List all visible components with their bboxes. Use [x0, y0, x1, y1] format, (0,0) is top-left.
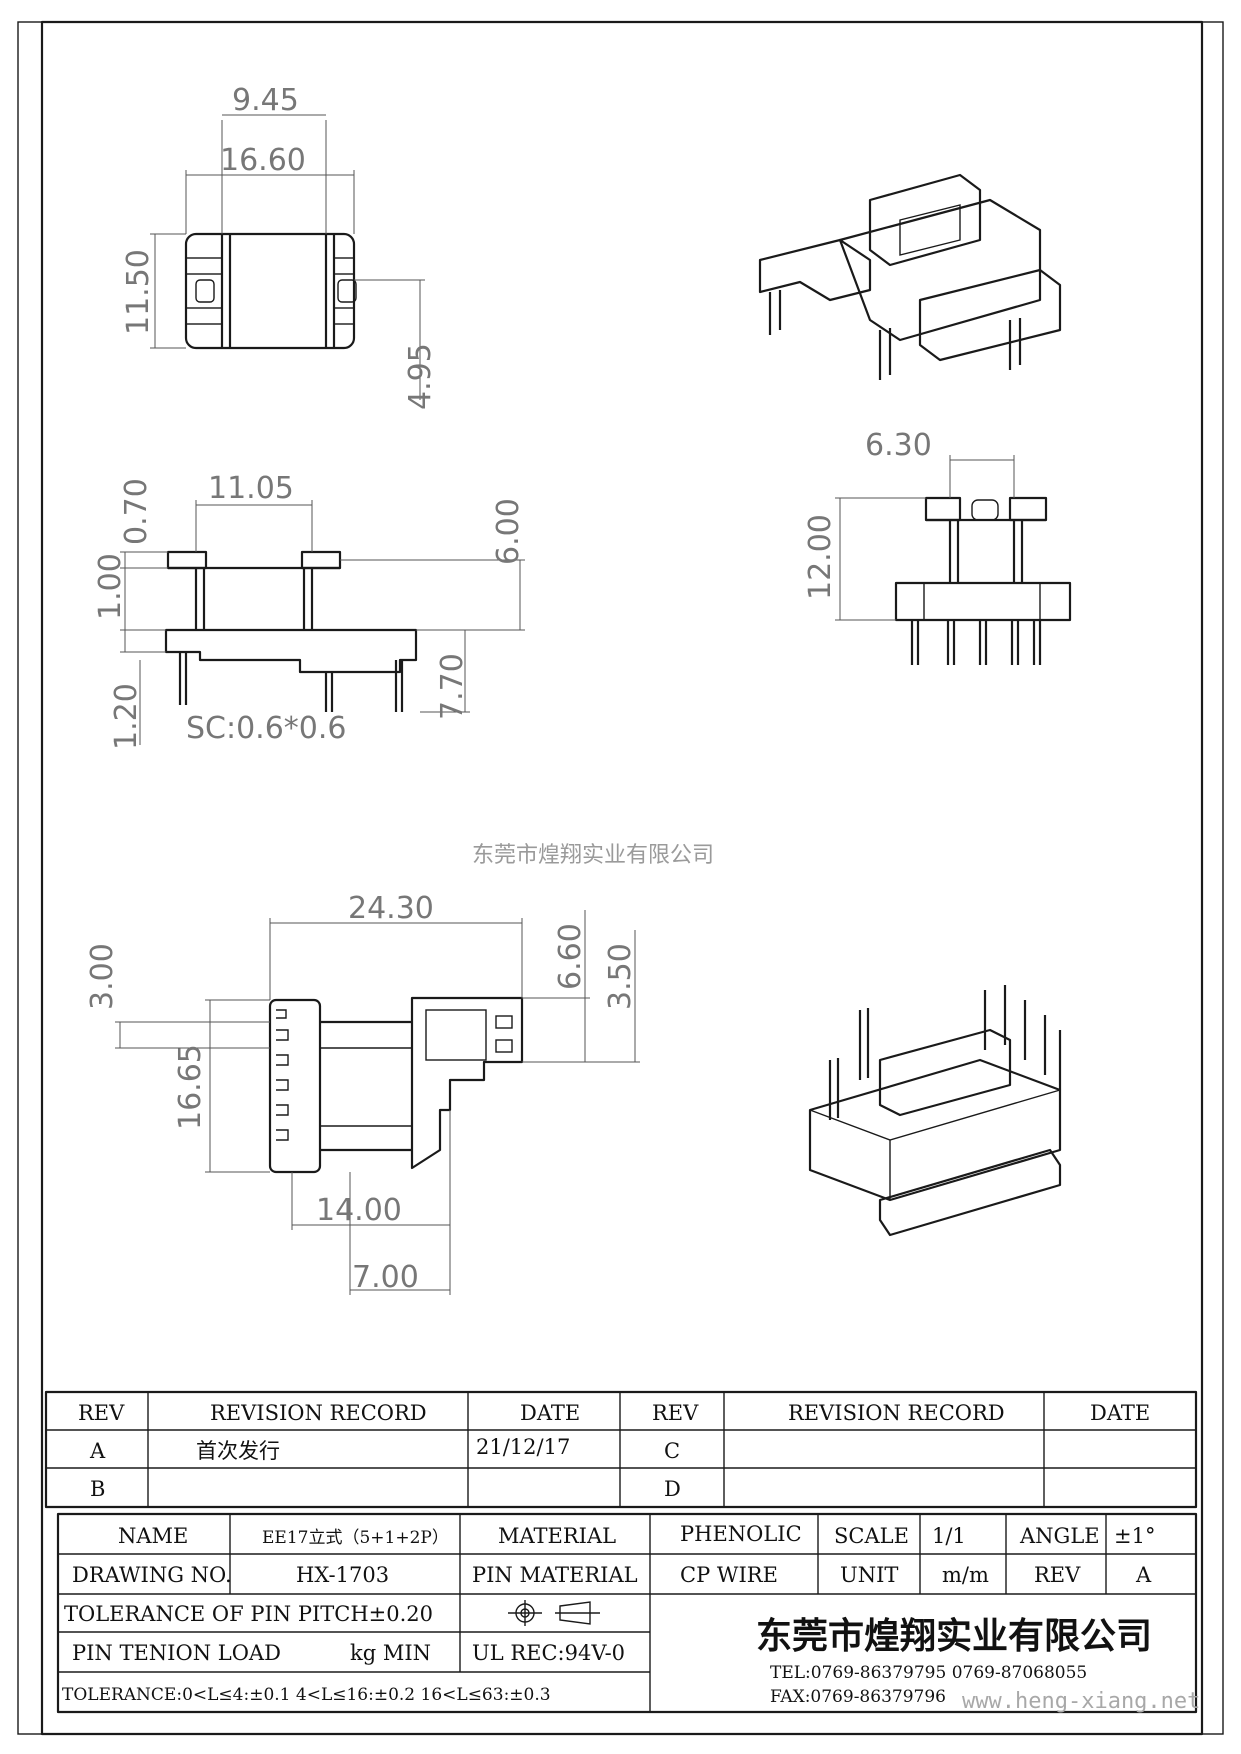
scale-value: 1/1: [932, 1524, 966, 1548]
angle-label: ANGLE: [1019, 1524, 1100, 1548]
dim-4-95: 4.95: [403, 343, 438, 410]
rev-row-b: B: [90, 1477, 105, 1501]
name-label: NAME: [118, 1524, 188, 1548]
drawing-no-label: DRAWING NO.: [72, 1563, 232, 1587]
pin-material-label: PIN MATERIAL: [472, 1563, 638, 1587]
rev-header-1: REV: [78, 1401, 125, 1425]
tolerance-general: TOLERANCE:0<L≤4:±0.1 4<L≤16:±0.2 16<L≤63…: [62, 1685, 551, 1705]
name-value: EE17立式（5+1+2P）: [262, 1528, 449, 1548]
dim-3-00: 3.00: [85, 943, 120, 1010]
unit-value: m/m: [942, 1563, 989, 1587]
dim-14-00: 14.00: [316, 1193, 402, 1228]
rev-row-d: D: [664, 1477, 681, 1501]
record-row-a: 首次发行: [196, 1439, 280, 1463]
rev-label: REV: [1034, 1563, 1081, 1587]
dim-7-00: 7.00: [352, 1260, 419, 1295]
revision-table: [44, 1390, 1198, 1509]
pin-tension-value: kg MIN: [350, 1641, 431, 1665]
rev-value: A: [1135, 1563, 1152, 1587]
date-header-1: DATE: [520, 1401, 580, 1425]
date-row-a: 21/12/17: [476, 1435, 570, 1459]
company-tel: TEL:0769-86379795 0769-87068055: [770, 1663, 1087, 1683]
dim-9-45: 9.45: [232, 83, 299, 118]
dim-1-00: 1.00: [93, 553, 128, 620]
scale-label: SCALE: [834, 1524, 909, 1548]
material-value: PHENOLIC: [680, 1522, 802, 1546]
dim-3-50: 3.50: [603, 943, 638, 1010]
dim-11-50: 11.50: [121, 249, 156, 335]
top-view: [150, 114, 425, 400]
title-block: [56, 1512, 1198, 1714]
bottom-view: [115, 910, 640, 1295]
angle-value: ±1°: [1114, 1524, 1155, 1548]
rev-row-a: A: [89, 1439, 106, 1463]
rev-row-c: C: [664, 1439, 680, 1463]
dim-sc-0-6: SC:0.6*0.6: [186, 711, 347, 746]
tolerance-pitch: TOLERANCE OF PIN PITCH±0.20: [64, 1602, 433, 1626]
front-view: [120, 500, 525, 745]
dim-6-00: 6.00: [491, 498, 526, 565]
pin-material-value: CP WIRE: [680, 1563, 778, 1587]
dim-6-30: 6.30: [865, 428, 932, 463]
dim-11-05: 11.05: [208, 471, 294, 506]
watermark: 东莞市煌翔实业有限公司: [472, 843, 714, 868]
inner-border: [40, 20, 1204, 1736]
company-name: 东莞市煌翔实业有限公司: [756, 1615, 1152, 1657]
unit-label: UNIT: [840, 1563, 898, 1587]
date-header-2: DATE: [1090, 1401, 1150, 1425]
website-watermark: www.heng-xiang.net: [962, 1689, 1200, 1714]
dim-7-70: 7.70: [435, 653, 470, 720]
side-view: [835, 455, 1072, 665]
dim-12-00: 12.00: [803, 514, 838, 600]
record-header-2: REVISION RECORD: [788, 1401, 1005, 1425]
dim-16-65: 16.65: [173, 1044, 208, 1130]
dim-16-60: 16.60: [220, 143, 306, 178]
isometric-view-bottom: [808, 985, 1062, 1237]
company-fax: FAX:0769-86379796: [770, 1687, 946, 1707]
rev-header-2: REV: [652, 1401, 699, 1425]
dim-1-20: 1.20: [109, 683, 144, 750]
record-header-1: REVISION RECORD: [210, 1401, 427, 1425]
dim-6-60: 6.60: [553, 923, 588, 990]
material-label: MATERIAL: [498, 1524, 616, 1548]
ul-rec: UL REC:94V-0: [472, 1641, 625, 1665]
drawing-no-value: HX-1703: [296, 1563, 389, 1587]
dim-0-70: 0.70: [119, 478, 154, 545]
pin-tension-label: PIN TENION LOAD: [72, 1641, 281, 1665]
dim-24-30: 24.30: [348, 891, 434, 926]
isometric-view-top: [758, 173, 1062, 380]
